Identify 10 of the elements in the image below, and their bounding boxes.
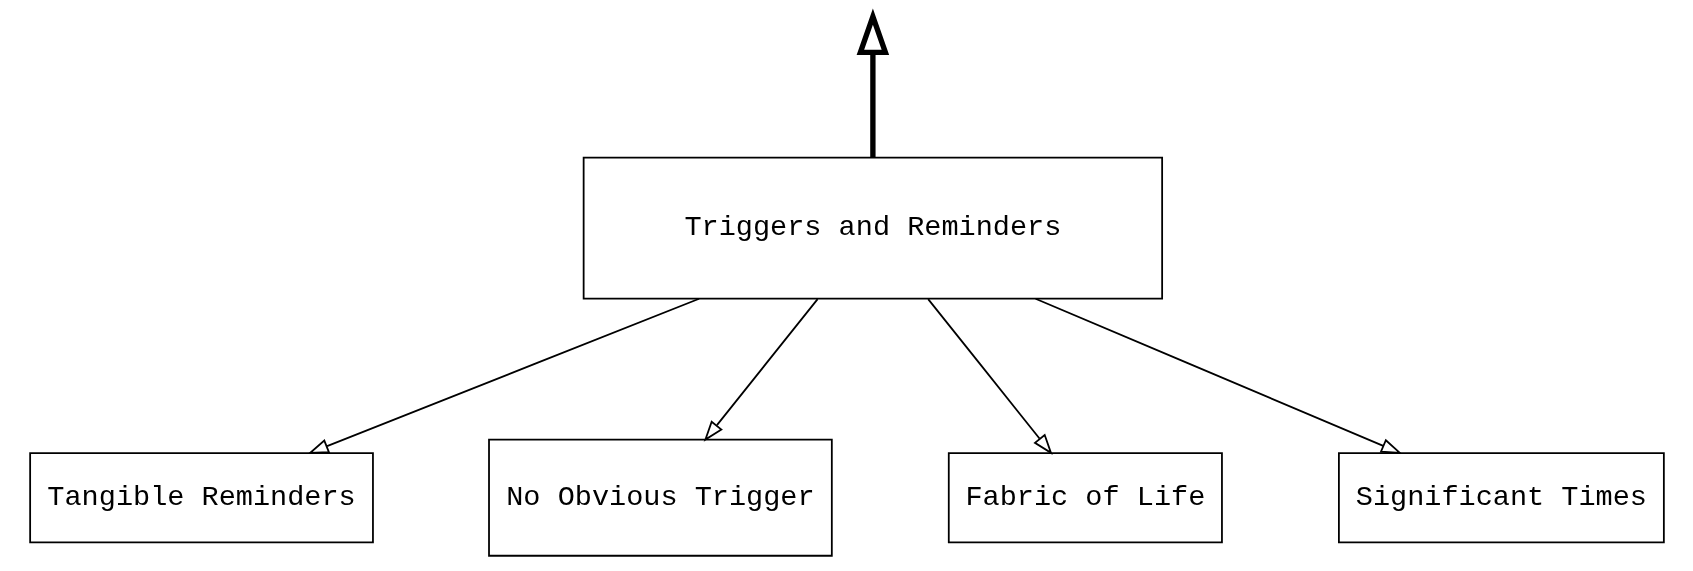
- node-box: Tangible Reminders: [28, 452, 374, 544]
- arrow: [1034, 297, 1402, 454]
- arrow: [307, 297, 700, 454]
- arrow: [926, 298, 1053, 455]
- node-box: Triggers and Reminders: [582, 156, 1163, 300]
- arrow: [703, 298, 818, 442]
- node-box: Significant Times: [1337, 452, 1665, 544]
- node-box: Fabric of Life: [947, 452, 1223, 544]
- arrow: [856, 8, 889, 158]
- node-box: No Obvious Trigger: [487, 438, 833, 557]
